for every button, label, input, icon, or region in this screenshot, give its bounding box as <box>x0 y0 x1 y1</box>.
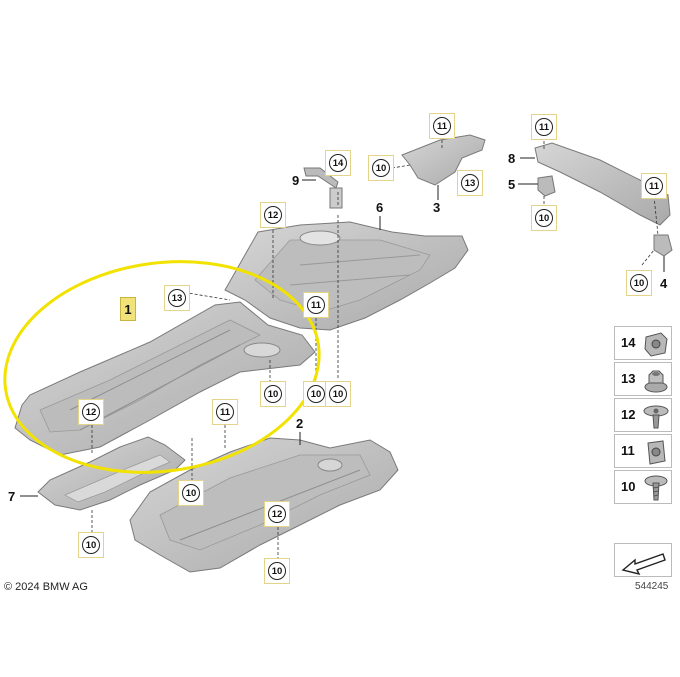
part-1-panel <box>14 301 316 456</box>
callout-10: 10 <box>268 562 286 580</box>
legend-number: 10 <box>621 479 636 494</box>
part-9-rod <box>303 167 343 209</box>
callout-11: 11 <box>216 403 234 421</box>
callout-11: 11 <box>535 118 553 136</box>
callout-10: 10 <box>535 209 553 227</box>
part-5-bracket <box>537 175 556 197</box>
legend-row-13: 13 <box>614 362 672 396</box>
part-label-8: 8 <box>508 151 516 166</box>
copyright-text: © 2024 BMW AG <box>4 581 88 593</box>
callout-12: 12 <box>82 403 100 421</box>
part-label-2: 2 <box>296 416 304 431</box>
legend-number: 13 <box>621 371 636 386</box>
clip-nut-icon <box>647 440 666 465</box>
part-4-bracket <box>653 234 673 257</box>
callout-10: 10 <box>630 274 648 292</box>
callout-14: 14 <box>329 154 347 172</box>
part-label-6: 6 <box>376 200 384 215</box>
callout-13: 13 <box>461 174 479 192</box>
part-8-beam <box>534 142 671 226</box>
hex-nut-icon <box>644 370 668 393</box>
part-label-3: 3 <box>433 200 441 215</box>
part-label-1: 1 <box>120 297 136 321</box>
callout-10: 10 <box>182 484 200 502</box>
callout-10: 10 <box>329 385 347 403</box>
callout-10: 10 <box>82 536 100 554</box>
clip-nut-icon <box>644 332 668 357</box>
screw-icon <box>644 475 668 501</box>
legend-number: 11 <box>621 443 635 458</box>
legend-row-14: 14 <box>614 326 672 360</box>
part-label-5: 5 <box>508 177 516 192</box>
part-label-7: 7 <box>8 489 16 504</box>
callout-11: 11 <box>433 117 451 135</box>
highlight-ellipse <box>3 260 321 474</box>
legend-row-11: 11 <box>614 434 672 468</box>
callout-10: 10 <box>372 159 390 177</box>
part-3-bracket <box>401 134 486 186</box>
part-6-panel <box>224 221 469 331</box>
part-7-panel <box>37 436 186 511</box>
callout-13: 13 <box>168 289 186 307</box>
callout-10: 10 <box>264 385 282 403</box>
part-label-4: 4 <box>660 276 668 291</box>
callout-10: 10 <box>307 385 325 403</box>
part-label-9: 9 <box>292 173 300 188</box>
legend-number: 12 <box>621 407 636 422</box>
legend-number: 14 <box>621 335 636 350</box>
callout-11: 11 <box>307 296 325 314</box>
callout-11: 11 <box>645 177 663 195</box>
direction-arrow-icon <box>621 553 666 576</box>
callout-12: 12 <box>268 505 286 523</box>
diagram-id: 544245 <box>635 581 669 592</box>
legend-row-12: 12 <box>614 398 672 432</box>
callout-12: 12 <box>264 206 282 224</box>
legend-row-10: 10 <box>614 470 672 504</box>
expanding-rivet-icon <box>643 405 669 429</box>
legend-arrow <box>614 543 672 577</box>
